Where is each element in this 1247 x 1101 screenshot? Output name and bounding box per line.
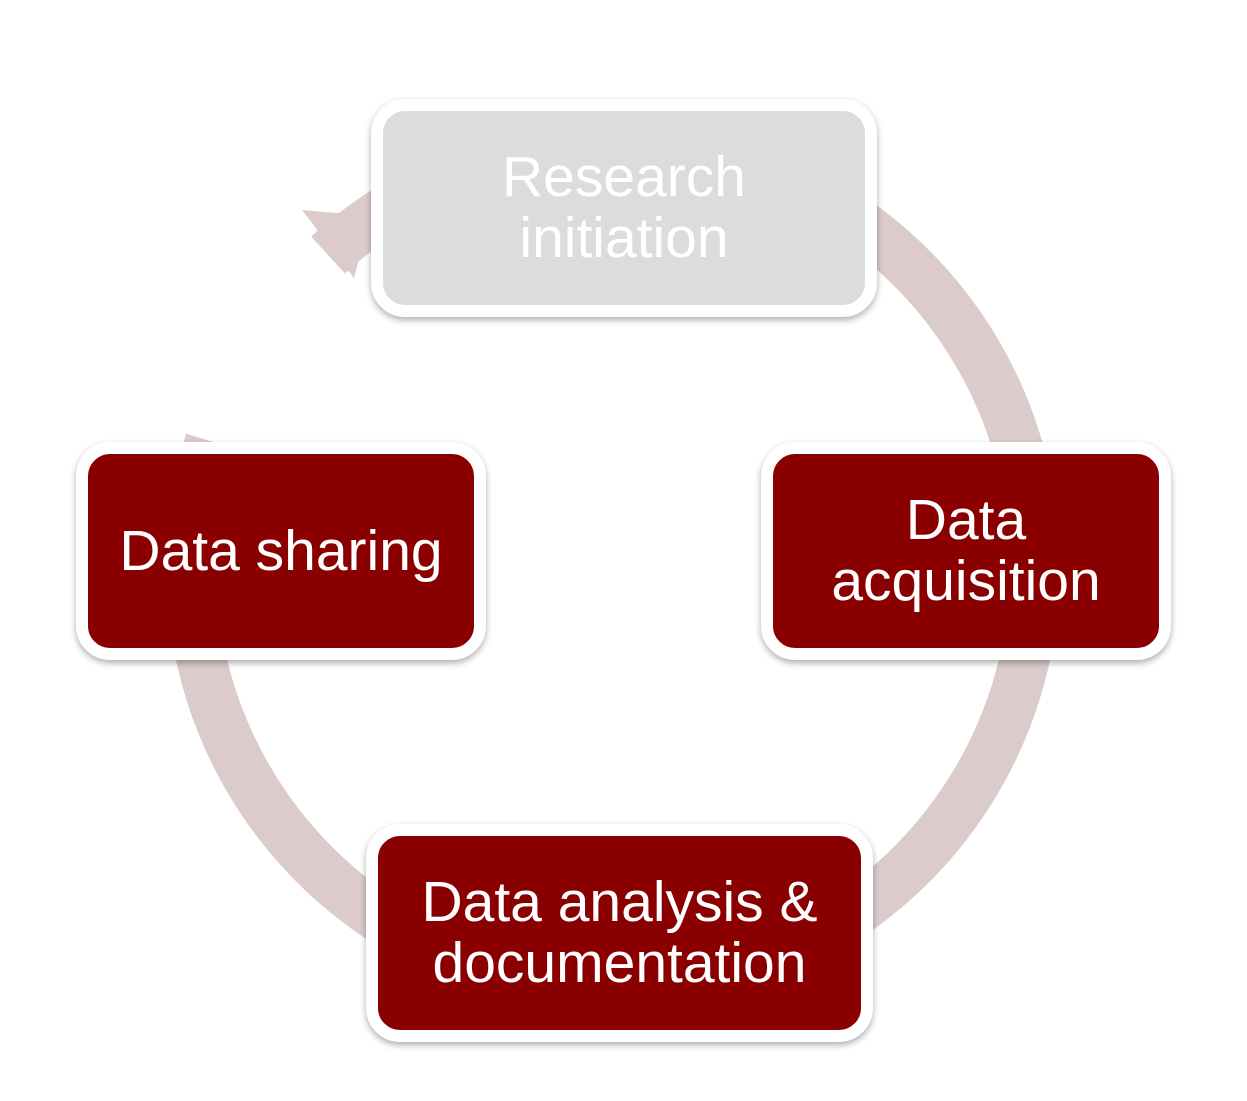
stage-data-analysis-label-line-1: Data analysis & (421, 870, 818, 934)
stage-data-sharing-label: Data sharing (119, 518, 443, 583)
stage-research-initiation-label-line-2: initiation (519, 206, 729, 270)
stage-data-analysis-documentation[interactable]: Data analysis & documentation (366, 824, 873, 1042)
cycle-arrow-head-icon (302, 210, 370, 278)
stage-data-acquisition-label-line-1: Data (905, 488, 1027, 552)
stage-data-acquisition-label-line-2: acquisition (831, 549, 1101, 613)
stage-data-analysis-label-line-2: documentation (432, 931, 807, 995)
stage-data-acquisition[interactable]: Data acquisition (761, 442, 1171, 660)
stage-research-initiation[interactable]: Research initiation (371, 99, 877, 317)
stage-data-sharing[interactable]: Data sharing (76, 442, 486, 660)
stage-research-initiation-label-line-1: Research (502, 145, 746, 209)
